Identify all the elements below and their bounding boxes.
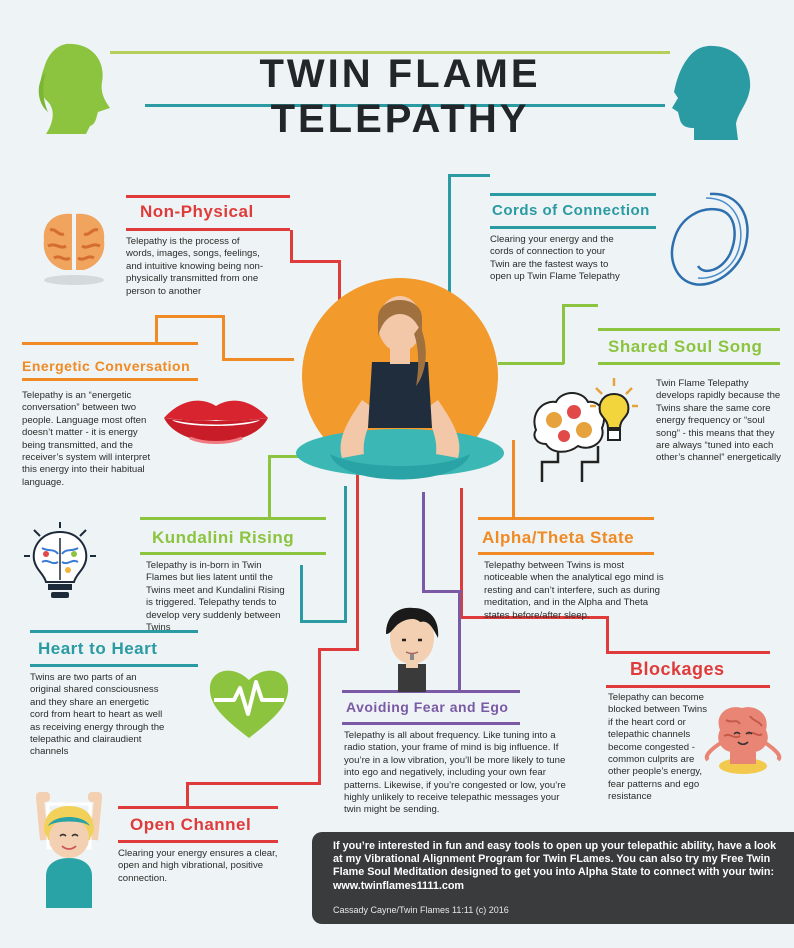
header-top-rule <box>110 51 670 54</box>
body-blockages: Telepathy can become blocked between Twi… <box>608 692 708 803</box>
body-energetic-conversation: Telepathy is an “energetic conversation”… <box>22 390 151 488</box>
brain-lightbulb-icon <box>533 378 638 482</box>
header-bottom-rule <box>145 104 665 107</box>
meditating-brain-icon <box>704 707 782 774</box>
body-non-physical: Telepathy is the process of words, image… <box>126 236 264 297</box>
brain-icon <box>43 213 105 285</box>
heading-kundalini-rising: Kundalini Rising <box>152 528 295 547</box>
lips-icon <box>164 400 268 444</box>
heading-heart-to-heart: Heart to Heart <box>38 639 158 658</box>
body-avoiding-fear-and-ego: Telepathy is all about frequency. Like t… <box>344 730 566 816</box>
heading-blockages: Blockages <box>630 659 725 679</box>
heading-avoiding-fear-and-ego: Avoiding Fear and Ego <box>346 699 509 715</box>
heart-pulse-icon <box>209 670 289 738</box>
boy-avatar-icon <box>386 607 439 692</box>
footer-panel <box>312 832 794 924</box>
girl-avatar-icon <box>36 792 102 908</box>
footer-text: If you’re interested in fun and easy too… <box>333 840 777 892</box>
heading-non-physical: Non-Physical <box>140 202 254 221</box>
woman-profile-icon <box>38 43 110 134</box>
cord-loop-icon <box>670 192 749 286</box>
heading-cords-of-connection: Cords of Connection <box>492 202 650 219</box>
meditating-woman-icon <box>296 278 504 480</box>
body-heart-to-heart: Twins are two parts of an original share… <box>30 672 165 758</box>
heading-shared-soul-song: Shared Soul Song <box>608 337 763 356</box>
heading-alpha-theta-state: Alpha/Theta State <box>482 528 635 547</box>
footer-credit: Cassady Cayne/Twin Flames 11:11 (c) 2016 <box>333 905 509 915</box>
page-title: TWIN FLAME TELEPATHY <box>259 52 541 141</box>
lightbulb-brain-icon <box>24 522 96 598</box>
heading-open-channel: Open Channel <box>130 815 252 834</box>
body-open-channel: Clearing your energy ensures a clear, op… <box>118 848 278 884</box>
man-profile-icon <box>672 45 751 140</box>
body-alpha-theta-state: Telepathy between Twins is most noticeab… <box>484 560 664 621</box>
body-shared-soul-song: Twin Flame Telepathy develops rapidly be… <box>656 378 781 464</box>
body-cords-of-connection: Clearing your energy and the cords of co… <box>490 234 620 283</box>
body-kundalini-rising: Telepathy is in-born in Twin Flames but … <box>146 560 285 634</box>
heading-energetic-conversation: Energetic Conversation <box>22 358 191 374</box>
